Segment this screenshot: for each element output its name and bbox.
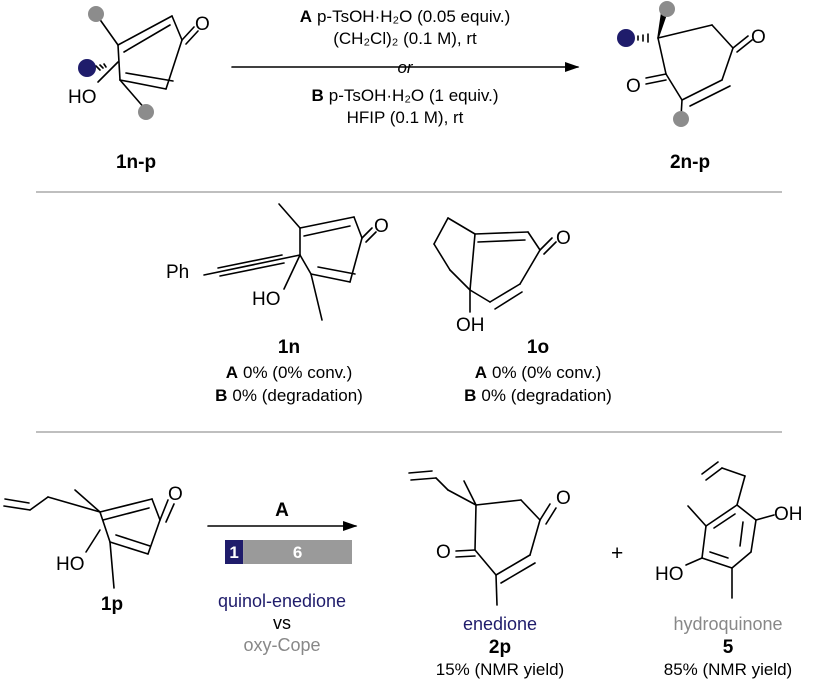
product-structure-top	[637, 10, 753, 118]
hydroxy-label: HO	[252, 289, 281, 310]
ratio-bar-quinol-enedione	[225, 540, 244, 564]
compound-label-1n-p: 1n-p	[116, 152, 156, 173]
hydroxy-label: OH	[774, 504, 803, 525]
ketone-o-label: O	[751, 27, 766, 48]
compound-label-1n: 1n	[278, 337, 300, 358]
compound-label-1o: 1o	[527, 337, 549, 358]
hydroxy-label: HO	[56, 554, 85, 575]
substituent-dot-gray	[88, 6, 104, 22]
yield-5: 85% (NMR yield)	[664, 660, 792, 679]
vs-label: vs	[273, 613, 291, 633]
structure-5	[685, 461, 775, 599]
substituent-dot-gray	[673, 111, 689, 127]
yield-2p: 15% (NMR yield)	[436, 660, 564, 679]
compound-label-5: 5	[723, 637, 734, 658]
compound-label-1p: 1p	[101, 594, 123, 615]
ratio-right-value: 6	[293, 543, 302, 562]
hydroquinone-name: hydroquinone	[673, 614, 782, 634]
structure-1o	[433, 217, 557, 313]
ratio-left-value: 1	[229, 543, 238, 562]
phenyl-label: Ph	[166, 262, 189, 283]
hydroxy-label: OH	[456, 315, 485, 336]
ratio-bar: 1 6	[225, 540, 352, 564]
substituent-dot-navy	[617, 29, 635, 47]
compound-label-2n-p: 2n-p	[670, 152, 710, 173]
legend-oxy-cope: oxy-Cope	[243, 635, 320, 655]
ketone-o-label: O	[168, 484, 183, 505]
ketone-o-label: O	[374, 216, 389, 237]
legend-quinol-enedione: quinol-enedione	[218, 591, 346, 611]
condition-b-solvent: HFIP (0.1 M), rt	[347, 108, 464, 127]
substituent-dot-gray	[659, 1, 675, 17]
condition-a-label: A	[275, 500, 289, 521]
structure-1p	[3, 489, 175, 589]
or-label: or	[397, 58, 413, 77]
plus-sign: +	[611, 542, 623, 565]
ratio-bar-oxy-cope	[243, 540, 352, 564]
ketone-o-label: O	[195, 14, 210, 35]
structure-1n	[203, 203, 377, 321]
ketone-o-label: O	[626, 76, 641, 97]
substituent-dot-navy	[78, 59, 96, 77]
compound-label-2p: 2p	[489, 637, 511, 658]
start-structure-top	[95, 13, 199, 111]
ketone-o-label: O	[436, 542, 451, 563]
enedione-name: enedione	[463, 614, 537, 634]
hydroxy-label: HO	[655, 564, 684, 585]
condition-a-solvent: (CH₂Cl)₂ (0.1 M), rt	[333, 29, 477, 48]
ketone-o-label: O	[556, 488, 571, 509]
hydroxy-label: HO	[68, 87, 97, 108]
structure-2p	[408, 470, 557, 606]
ketone-o-label: O	[556, 228, 571, 249]
substituent-dot-gray	[138, 104, 154, 120]
